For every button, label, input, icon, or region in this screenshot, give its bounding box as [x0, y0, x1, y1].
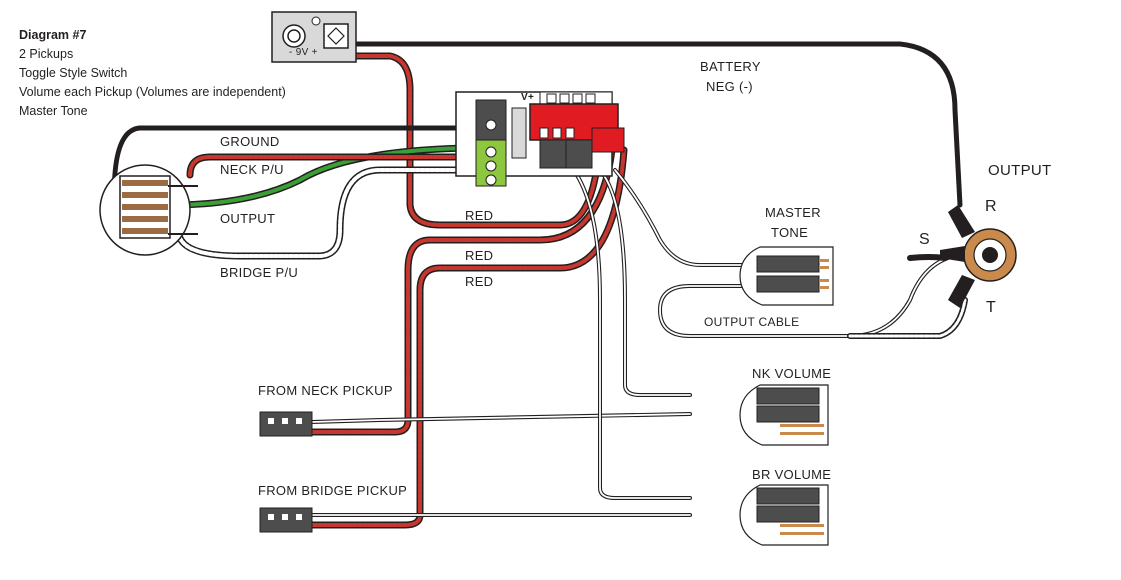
neck-pickup-header [259, 411, 313, 437]
red-label-2: RED [465, 248, 494, 263]
battery-black-wire [352, 41, 963, 208]
info-line: Volume each Pickup (Volumes are independ… [19, 85, 286, 99]
br-volume-label: BR VOLUME [752, 467, 832, 482]
master-tone-label-2: TONE [771, 225, 809, 240]
board-tone-cable [613, 168, 762, 267]
jack-t-label: T [986, 299, 996, 316]
master-tone-pot [739, 246, 834, 306]
preamp-board [455, 91, 625, 187]
diagram-info: Diagram #7 2 Pickups Toggle Style Switch… [19, 26, 286, 121]
red-label-3: RED [465, 274, 494, 289]
from-neck-label: FROM NECK PICKUP [258, 383, 393, 398]
output-label: OUTPUT [988, 162, 1052, 179]
info-line: Toggle Style Switch [19, 66, 128, 80]
output-jack [940, 205, 1017, 308]
jack-s-label: S [919, 231, 930, 248]
diagram-title: Diagram #7 [19, 28, 87, 42]
output-cable-label: OUTPUT CABLE [704, 315, 800, 329]
master-tone-label: MASTER [765, 205, 821, 220]
nk-volume-label: NK VOLUME [752, 366, 832, 381]
board-v-label: V+ [521, 92, 535, 103]
red-wire-bridge [308, 146, 628, 529]
battery-neg-label: NEG (-) [706, 79, 753, 94]
neck-pu-label: NECK P/U [220, 162, 284, 177]
bridge-pu-label: BRIDGE P/U [220, 265, 299, 280]
info-line: 2 Pickups [19, 47, 74, 61]
battery-clip-label: - 9V + [289, 47, 318, 58]
toggle-switch [99, 164, 198, 256]
from-bridge-label: FROM BRIDGE PICKUP [258, 483, 408, 498]
red-label-1: RED [465, 208, 494, 223]
battery-clip [271, 11, 357, 63]
jack-r-label: R [985, 198, 997, 215]
nk-volume-pot [739, 384, 829, 446]
bridge-pickup-header [259, 507, 313, 533]
br-volume-pot [739, 484, 829, 546]
info-line: Master Tone [19, 104, 88, 118]
battery-label: BATTERY [700, 59, 761, 74]
ground-label: GROUND [220, 134, 280, 149]
wires [111, 41, 968, 529]
output-wire-label: OUTPUT [220, 211, 276, 226]
